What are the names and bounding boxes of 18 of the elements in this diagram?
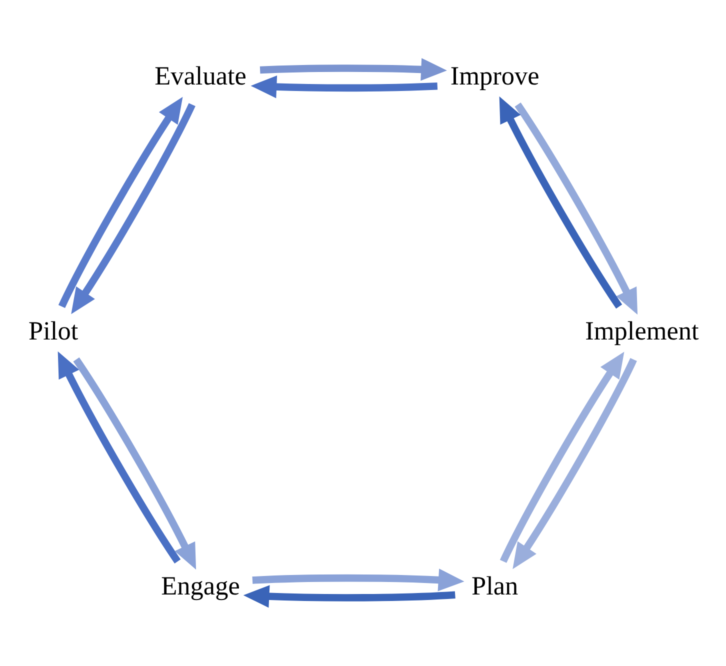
arrow xyxy=(58,96,183,308)
node-text: Pilot xyxy=(28,316,78,346)
arrow xyxy=(260,58,447,81)
arrow xyxy=(58,351,181,564)
arrow xyxy=(512,358,637,570)
node-text: Plan xyxy=(472,571,518,600)
node-text: Improve xyxy=(450,62,540,91)
arrow xyxy=(243,585,456,608)
arrow xyxy=(73,357,196,570)
arrow xyxy=(514,102,638,315)
arrow xyxy=(250,76,438,98)
arrow xyxy=(499,96,622,309)
node-text: Engage xyxy=(161,571,240,600)
node-text: Evaluate xyxy=(154,62,246,91)
arrow xyxy=(500,352,624,563)
node-text: Implement xyxy=(585,316,699,346)
arrow xyxy=(71,103,196,314)
arrow xyxy=(252,568,464,592)
